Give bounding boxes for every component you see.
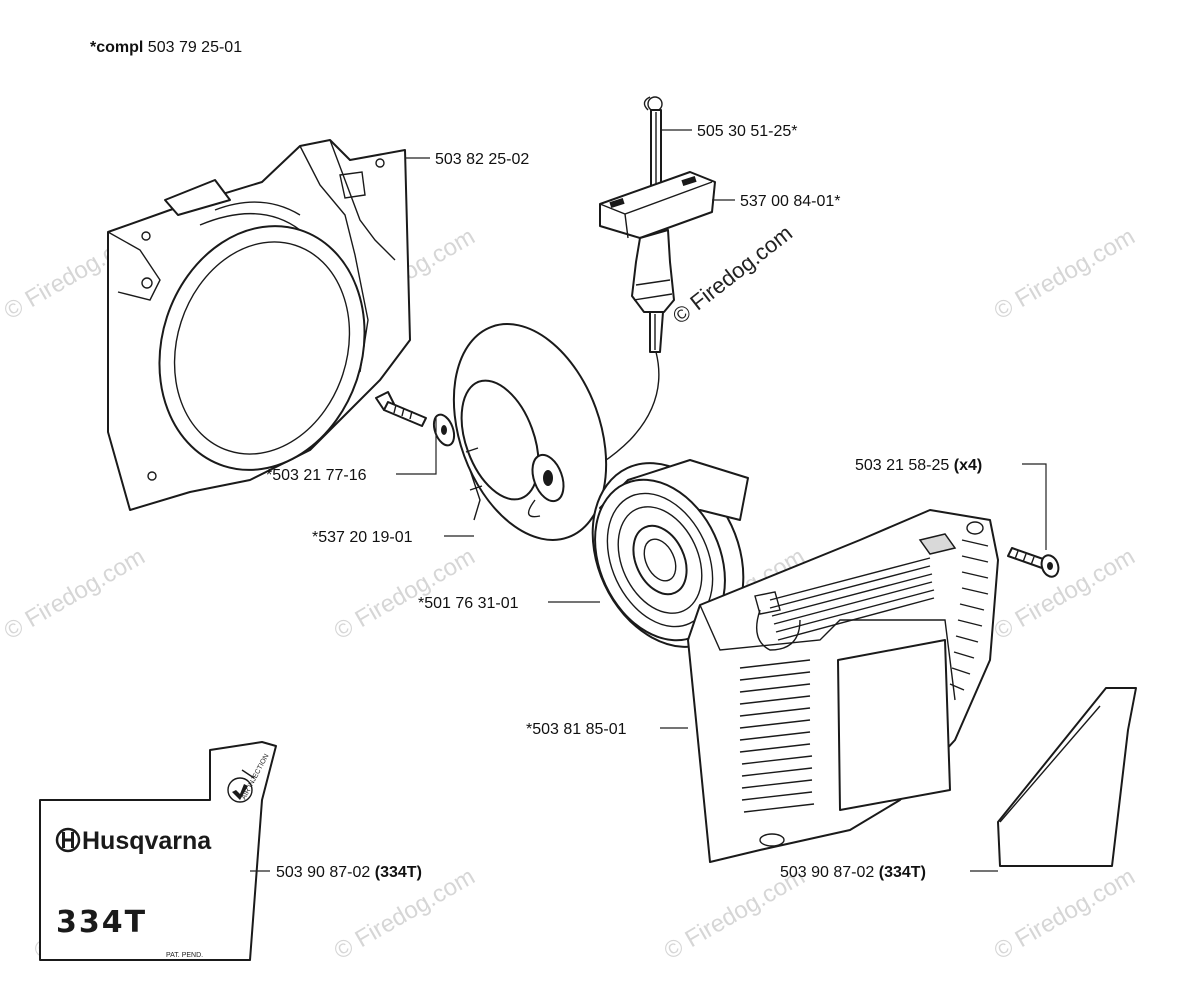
part-model: (334T): [879, 864, 926, 881]
part-qty: (x4): [954, 457, 982, 474]
cover-vents-left: [739, 659, 815, 813]
part-number: *503 81 85-01: [526, 721, 627, 738]
starter-cover: [687, 509, 999, 863]
starter-handle: © Firedog.com: [569, 96, 797, 481]
cover-screw: [1007, 547, 1060, 578]
compl-prefix: *compl: [90, 39, 143, 56]
part-label-pulley: *537 20 19-01: [312, 529, 413, 546]
decal-model: 334T: [56, 905, 147, 940]
compl-number: 503 79 25-01: [148, 39, 242, 56]
cover-vents-top: [769, 557, 935, 641]
compl-label: *compl 503 79 25-01: [90, 39, 242, 56]
part-number: *503 21 77-16: [266, 467, 367, 484]
watermark: © Firedog.com: [990, 863, 1140, 965]
husqvarna-logo-icon: [55, 827, 81, 853]
part-number: 503 90 87-02: [780, 864, 874, 881]
spring-cassette: [591, 459, 749, 648]
part-label-fan-housing: 503 82 25-02: [435, 151, 529, 168]
part-label-left-decal: 503 90 87-02 (334T): [276, 864, 422, 881]
part-number: 503 90 87-02: [276, 864, 370, 881]
part-number: *501 76 31-01: [418, 595, 519, 612]
part-number: 505 30 51-25*: [697, 123, 798, 140]
starter-pulley: [452, 323, 608, 541]
part-label-starter-handle: 537 00 84-01*: [740, 193, 841, 210]
part-number: 537 00 84-01*: [740, 193, 841, 210]
fan-housing: [107, 139, 411, 511]
part-label-right-decal: 503 90 87-02 (334T): [780, 864, 926, 881]
leader-lines: [250, 129, 1047, 872]
air-injection-icon: [227, 769, 255, 803]
right-decal: [997, 687, 1137, 867]
watermark: © Firedog.com: [0, 543, 150, 645]
decal-pat-pend: PAT. PEND.: [166, 952, 203, 959]
husqvarna-decal: AIR INJECTION Husqvarna 334T PAT. PEND.: [39, 741, 277, 961]
part-label-cover-screw: 503 21 58-25 (x4): [855, 457, 982, 474]
screw-washer: [375, 391, 456, 447]
part-number: *537 20 19-01: [312, 529, 413, 546]
cover-vents-right: [949, 539, 989, 691]
part-label-screw: *503 21 77-16: [266, 467, 367, 484]
part-label-starter-cover: *503 81 85-01: [526, 721, 627, 738]
decal-brand: Husqvarna: [82, 827, 212, 855]
part-model: (334T): [375, 864, 422, 881]
part-labels: 505 30 51-25* 503 82 25-02 537 00 84-01*…: [266, 123, 982, 881]
part-label-starter-rope: 505 30 51-25*: [697, 123, 798, 140]
part-number: 503 82 25-02: [435, 151, 529, 168]
watermark-overlay: © Firedog.com: [668, 220, 797, 329]
watermark: © Firedog.com: [990, 223, 1140, 325]
part-number: 503 21 58-25: [855, 457, 949, 474]
part-label-spring-cassette: *501 76 31-01: [418, 595, 519, 612]
